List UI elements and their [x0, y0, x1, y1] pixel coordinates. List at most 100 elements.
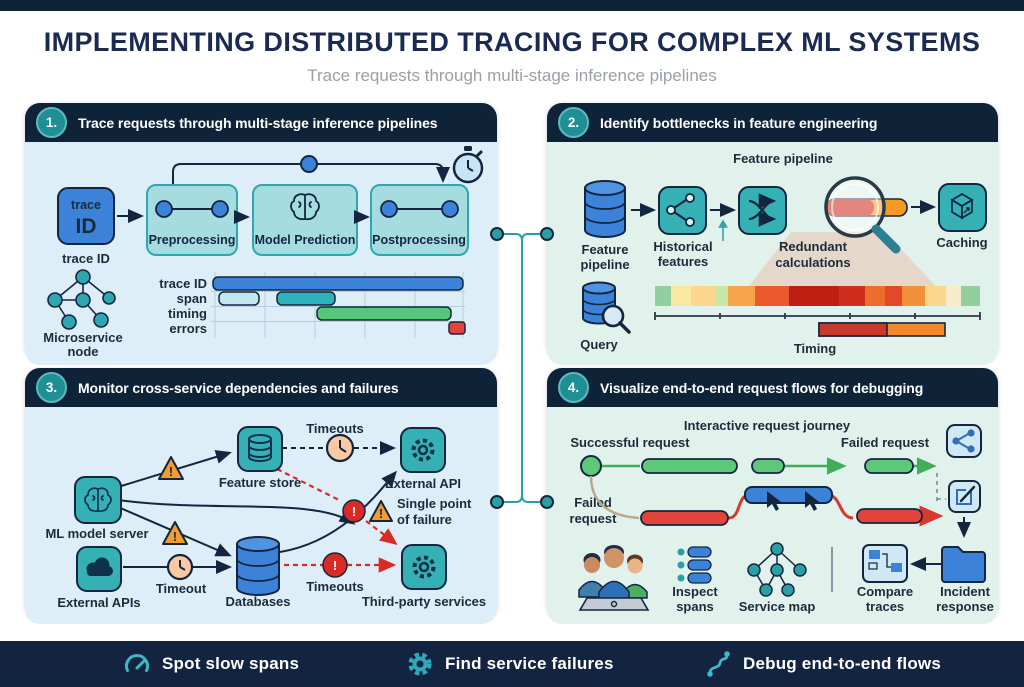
edit-icon	[956, 485, 976, 505]
footer-label-debug-flows: Debug end-to-end flows	[743, 654, 941, 673]
cursor-icon	[805, 491, 819, 511]
panel-1-header: 1. Trace requests through multi-stage in…	[25, 103, 497, 142]
external-api-node: External API	[385, 427, 461, 491]
footer-item-slow-spans: Spot slow spans	[122, 641, 299, 687]
timing-bar	[316, 306, 452, 321]
panel-1-diagram: trace ID trace ID Preprocessing	[43, 146, 484, 359]
page-subtitle: Trace requests through multi-stage infer…	[307, 66, 717, 85]
folder-icon	[941, 546, 986, 583]
footer-label-slow-spans: Spot slow spans	[162, 654, 300, 673]
incident-response-item: Incident response	[936, 546, 994, 614]
span-bar-1	[218, 291, 260, 306]
panel-1-body: trace ID trace ID Preprocessing	[25, 142, 497, 365]
incident-label-2: response	[936, 599, 994, 614]
svg-text:!: !	[169, 465, 173, 479]
redundant-label-2: calculations	[775, 255, 850, 270]
service-map-item: Service map	[739, 542, 816, 614]
historical-label-1: Historical	[653, 239, 712, 254]
feature-store-label: Feature store	[219, 475, 301, 490]
panel-4-title: Visualize end-to-end request flows for d…	[600, 379, 924, 396]
external-apis-node: External APIs	[57, 546, 141, 610]
single-point-label-2: of failure	[397, 512, 452, 527]
databases-label: Databases	[225, 594, 290, 609]
hot-span-bar	[826, 198, 908, 217]
panel-2: 2. Identify bottlenecks in feature engin…	[547, 103, 998, 365]
panel-3-number-badge: 3.	[36, 372, 67, 403]
link-to-annotate	[936, 473, 946, 503]
stage-model-prediction: Model Prediction	[252, 184, 358, 256]
successful-request-label: Successful request	[570, 435, 690, 450]
span-gantt-chart: trace ID span timing errors	[159, 272, 466, 338]
caching-label: Caching	[936, 235, 987, 250]
panel-3-header: 3. Monitor cross-service dependencies an…	[25, 368, 497, 407]
gear-icon	[408, 652, 432, 676]
stage-preprocessing: Preprocessing	[146, 184, 238, 256]
list-icon	[677, 546, 712, 584]
compare-label-1: Compare	[857, 584, 913, 599]
people-icon	[578, 545, 650, 611]
alert-circle-icon	[322, 552, 348, 578]
timeout-clock-top	[325, 433, 355, 463]
page-title: IMPLEMENTING DISTRIBUTED TRACING FOR COM…	[43, 27, 981, 57]
single-point-label-1: Single point	[397, 496, 472, 511]
timeout-clock: Timeout	[156, 553, 207, 596]
footer-item-service-failures: Find service failures	[405, 641, 614, 687]
stage-postprocessing: Postprocessing	[370, 184, 469, 256]
microservice-label-2: node	[67, 344, 98, 359]
panel-4: 4. Visualize end-to-end request flows fo…	[547, 368, 998, 624]
svg-text:!: !	[333, 558, 337, 573]
brain-icon	[84, 487, 112, 513]
stage-1-label: Preprocessing	[149, 233, 236, 247]
share-icon	[952, 429, 975, 453]
feature-pipeline-label-2: pipeline	[580, 257, 629, 272]
stage-2-label: Model Prediction	[255, 233, 356, 247]
failed-left-label-2: request	[570, 511, 618, 526]
database-icon	[248, 434, 272, 462]
gantt-row-timing: timing	[168, 306, 207, 321]
warning-triangle-icon: !	[369, 500, 393, 522]
warning-triangle-icon: !	[158, 456, 184, 480]
panel-4-number-badge: 4.	[558, 372, 589, 403]
feature-pipeline-label-1: Feature	[582, 242, 629, 257]
timing-ruler	[654, 312, 981, 320]
gantt-row-errors: errors	[169, 321, 207, 336]
microservice-label-1: Microservice	[43, 330, 123, 345]
timeouts-top-label: Timeouts	[306, 421, 364, 436]
panel-3-title: Monitor cross-service dependencies and f…	[78, 379, 399, 396]
timing-label: Timing	[794, 341, 836, 356]
query-label: Query	[580, 337, 618, 352]
timeouts-bottom-label: Timeouts	[306, 579, 364, 594]
errors-bar	[448, 321, 466, 335]
successful-request-track	[580, 455, 937, 477]
single-point-of-failure: ! ! Single point of failure	[342, 496, 472, 527]
panel-2-body: Feature pipeline Feature pipeline	[547, 142, 998, 365]
shuffle-icon	[748, 193, 777, 227]
caching-node: Caching	[936, 183, 988, 250]
panel-2-diagram: Feature pipeline Feature pipeline	[580, 151, 988, 356]
route-icon	[707, 651, 730, 677]
trace-box-line1: trace	[71, 198, 101, 212]
database-icon	[584, 180, 626, 238]
inspect-label-1: Inspect	[672, 584, 718, 599]
footer-bar: Spot slow spans Find service failures De…	[0, 641, 1024, 687]
panel-2-header: 2. Identify bottlenecks in feature engin…	[547, 103, 998, 142]
gear-icon	[411, 438, 435, 462]
warning-triangle-icon: !	[162, 521, 188, 545]
svg-text:!: !	[379, 507, 383, 521]
panel-1-number-badge: 1.	[36, 107, 67, 138]
panel-3: 3. Monitor cross-service dependencies an…	[25, 368, 497, 624]
trace-box-line2: ID	[76, 215, 97, 238]
panel-1: 1. Trace requests through multi-stage in…	[25, 103, 497, 365]
compare-label-2: traces	[866, 599, 904, 614]
third-party-label: Third-party services	[362, 594, 486, 609]
panel-2-title: Identify bottlenecks in feature engineer…	[600, 114, 878, 131]
failed-request-track: Failed request	[570, 475, 944, 527]
service-map-label: Service map	[739, 599, 816, 614]
gantt-row-trace-id: trace ID	[159, 276, 207, 291]
panel-1-title: Trace requests through multi-stage infer…	[78, 114, 438, 131]
timeouts-alert: ! Timeouts	[306, 552, 364, 594]
brain-icon	[290, 193, 320, 221]
historical-label-2: features	[658, 254, 709, 269]
annotate-button	[948, 480, 981, 513]
